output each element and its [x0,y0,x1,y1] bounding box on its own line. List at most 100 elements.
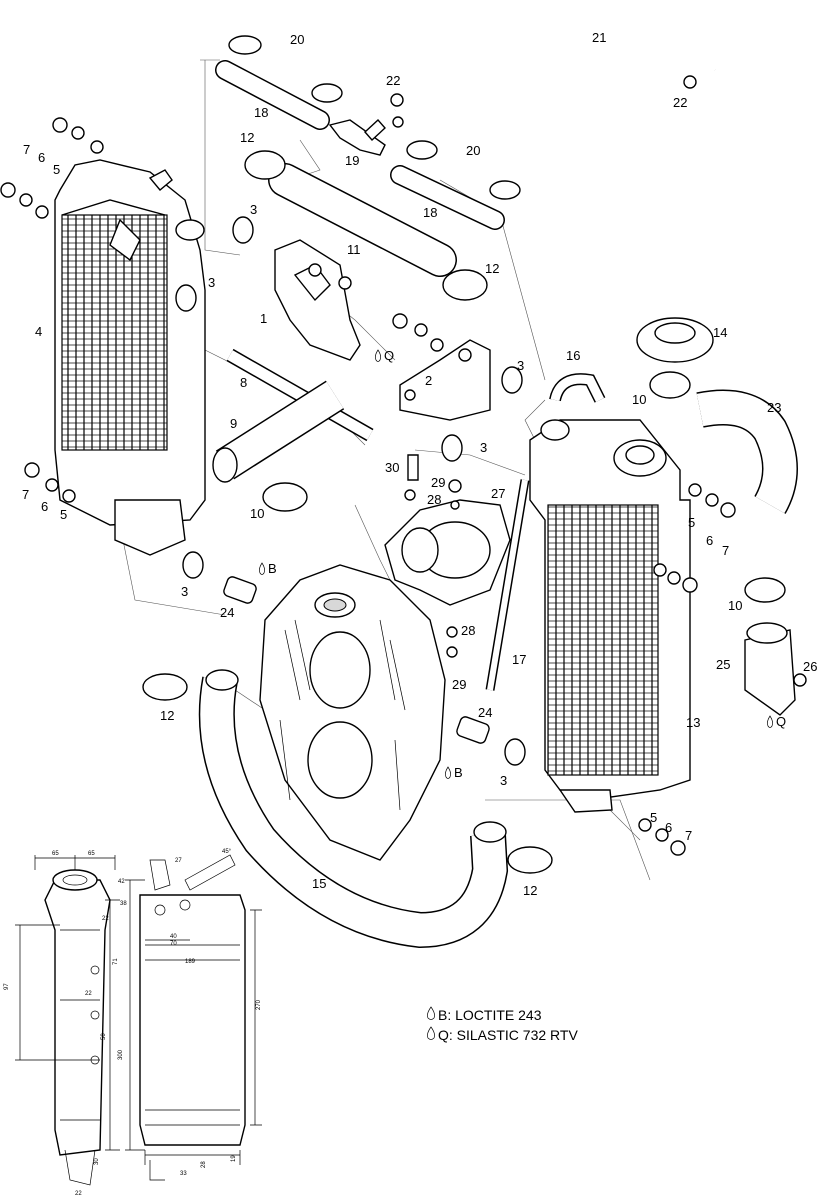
callout-3: 3 [500,773,507,788]
dim-label: 42 [118,879,125,885]
callout-11: 11 [347,242,361,257]
dim-label: 33 [180,1171,187,1177]
callout-b: B [268,561,277,576]
callout-q: Q [384,348,394,363]
callout-9: 9 [230,416,237,431]
callout-29: 29 [452,677,466,692]
callout-12: 12 [485,261,499,276]
right-radiator-core [547,504,659,776]
callout-19: 19 [345,153,359,168]
callout-6: 6 [665,820,672,835]
callout-labels: 1 2 3 3 3 3 3 3 4 5 5 5 5 6 6 6 6 7 7 7 … [22,30,817,898]
callout-3: 3 [208,275,215,290]
callout-15: 15 [312,876,326,891]
rubber-mounts [175,216,526,766]
dim-label: 22 [102,916,109,922]
callout-6: 6 [41,499,48,514]
dim-label: 30 [94,1158,100,1165]
callout-6: 6 [706,533,713,548]
drop-icon [258,562,266,575]
bracket-2 [399,339,491,421]
callout-12: 12 [240,130,254,145]
dim-label: 300 [118,1049,124,1060]
dim-label: 65 [88,851,95,857]
left-radiator-core [61,214,168,451]
callout-30: 30 [385,460,399,475]
callout-27: 27 [491,486,505,501]
dim-label: 28 [201,1161,207,1168]
callout-24: 24 [478,705,492,720]
callout-28: 28 [461,623,475,638]
bracket-1 [274,239,361,361]
callout-7: 7 [23,142,30,157]
hoses [198,7,798,949]
callout-2: 2 [425,373,432,388]
callout-13: 13 [686,715,700,730]
adhesive-legend: B: LOCTITE 243 Q: SILASTIC 732 RTV [427,1006,578,1043]
callout-5: 5 [650,810,657,825]
callout-10: 10 [728,598,742,613]
callout-1: 1 [260,311,267,326]
drop-icon [374,349,382,362]
callout-3: 3 [181,584,188,599]
dim-label: 38 [120,901,127,907]
dim-label: 65 [52,851,59,857]
dim-label: 40 [170,934,177,940]
dim-label: 22 [85,991,92,997]
callout-20: 20 [290,32,304,47]
drop-icon [427,1026,435,1040]
callout-5: 5 [688,515,695,530]
callout-21: 21 [592,30,606,45]
small-parts [0,35,807,874]
drop-icon [766,715,774,728]
callout-6: 6 [38,150,45,165]
callout-8: 8 [240,375,247,390]
dimension-drawing [15,854,262,1186]
callout-28: 28 [427,492,441,507]
callout-29: 29 [431,475,445,490]
callout-4: 4 [35,324,42,339]
callout-b: B [454,765,463,780]
callout-3: 3 [517,358,524,373]
callout-14: 14 [713,325,727,340]
callout-7: 7 [722,543,729,558]
callout-25: 25 [716,657,730,672]
callout-5: 5 [60,507,67,522]
callout-7: 7 [685,828,692,843]
callout-q: Q [776,714,786,729]
dim-label: 45° [222,849,232,855]
dim-label: 270 [256,999,262,1010]
callout-12: 12 [523,883,537,898]
dim-label: 70 [170,941,177,947]
legend-silastic: Q: SILASTIC 732 RTV [438,1027,578,1043]
callout-12: 12 [160,708,174,723]
left-radiator [54,159,206,556]
callout-3: 3 [480,440,487,455]
callout-23: 23 [767,400,781,415]
dim-label: 189 [185,959,196,965]
dim-label: 97 [4,983,10,990]
callout-22: 22 [673,95,687,110]
dim-label: 50 [101,1033,107,1040]
dim-label: 22 [75,1191,82,1197]
callout-26: 26 [803,659,817,674]
legend-loctite: B: LOCTITE 243 [438,1007,542,1023]
drop-icon [427,1006,435,1020]
dim-label: 19 [231,1155,237,1162]
callout-16: 16 [566,348,580,363]
dimension-labels: 65 65 27 45° 42 22 38 97 70 40 189 71 27… [4,849,262,1197]
drop-icon [444,766,452,779]
callout-20: 20 [466,143,480,158]
callout-10: 10 [632,392,646,407]
callout-22: 22 [386,73,400,88]
callout-18: 18 [254,105,268,120]
right-radiator [529,419,691,813]
callout-7: 7 [22,487,29,502]
pump-cover [384,499,511,606]
callout-18: 18 [423,205,437,220]
callout-17: 17 [512,652,526,667]
washers-nuts [0,117,807,856]
callout-10: 10 [250,506,264,521]
callout-3: 3 [250,202,257,217]
